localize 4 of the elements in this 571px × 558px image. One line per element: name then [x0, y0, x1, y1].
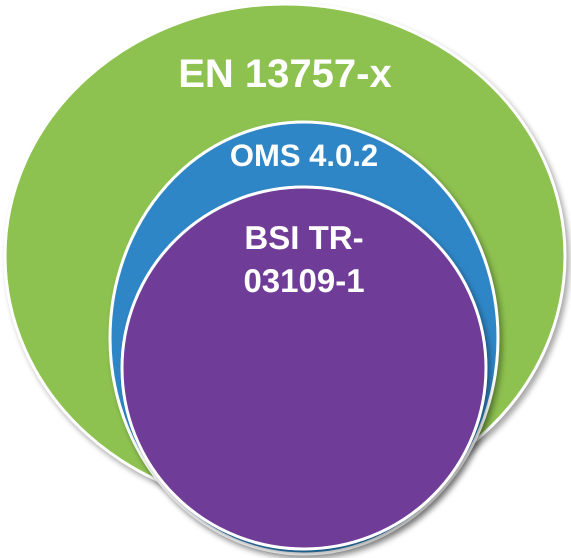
standard-label: OMS 4.0.2	[230, 137, 378, 175]
circle-region	[120, 185, 488, 551]
standard-label: EN 13757-x	[178, 51, 392, 98]
standard-label: BSI TR-03109-1	[242, 218, 366, 301]
